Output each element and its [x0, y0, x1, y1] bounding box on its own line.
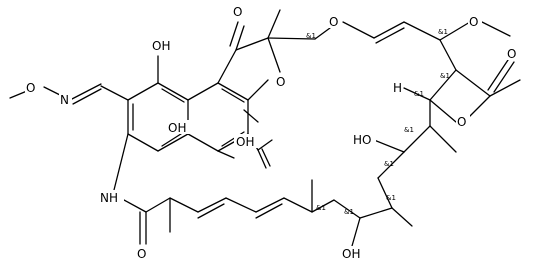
stereo-labels: &1 &1 &1 &1 &1 &1 &1 &1 &1 [306, 28, 450, 216]
atom-o-chain-ether: O [329, 15, 338, 29]
atom-o-amide: O [137, 247, 146, 261]
atom-o-methoxy: O [469, 15, 478, 29]
atom-o-methoxy-oxime: O [26, 81, 35, 95]
atom-nh-amide: NH [100, 191, 118, 205]
atom-oh-naphth: OH [236, 135, 254, 149]
stereo-label: &1 [386, 194, 396, 202]
atom-o-ketone: O [233, 5, 242, 19]
atom-oh-chain-upper: HO [353, 133, 371, 147]
bond-skeleton [9, 9, 521, 247]
stereo-label: &1 [440, 72, 450, 80]
atom-oh-mid: OH [168, 121, 186, 135]
atom-oh-chain-lower: OH [342, 247, 360, 261]
stereo-label: &1 [404, 126, 414, 134]
atom-h-stereo: H [393, 81, 402, 95]
stereo-label: &1 [316, 204, 326, 212]
atom-o-ring-ether: O [276, 75, 285, 89]
atom-oh-top: OH [152, 39, 170, 53]
atom-o-acetate-carbonyl: O [507, 47, 516, 61]
stereo-label: &1 [384, 160, 394, 168]
stereo-label: &1 [414, 90, 424, 98]
atom-o-acetate-ester: O [457, 115, 466, 129]
atom-labels: O N OH OH OH O O O O H O O [25, 4, 520, 261]
stereo-label: &1 [306, 32, 316, 40]
atom-n-oxime: N [60, 93, 69, 107]
stereo-label: &1 [438, 28, 448, 36]
stereo-label: &1 [344, 208, 354, 216]
